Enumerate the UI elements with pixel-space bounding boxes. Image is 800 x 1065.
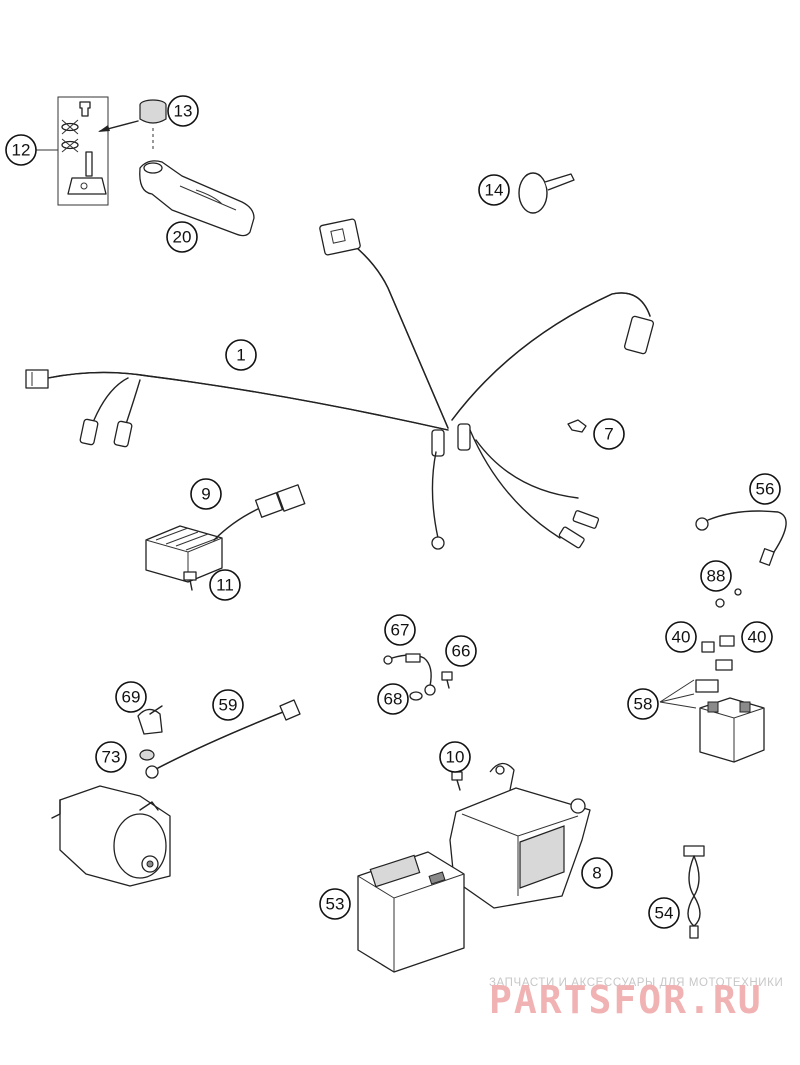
- voltage-regulator: [145, 484, 306, 583]
- ground-lead: [383, 653, 436, 696]
- svg-text:8: 8: [592, 864, 601, 883]
- cable-tie: [518, 172, 575, 214]
- svg-text:20: 20: [173, 228, 192, 247]
- callout-13: 13: [167, 95, 199, 127]
- ground-screw: [441, 671, 453, 689]
- callout-8: 8: [581, 857, 613, 889]
- callout-69: 69: [115, 681, 147, 713]
- terminal-cap: [137, 705, 163, 735]
- fuses: [701, 635, 735, 671]
- callout-12: 12: [5, 134, 37, 166]
- callout-73: 73: [95, 741, 127, 773]
- battery: [357, 851, 465, 973]
- svg-text:9: 9: [201, 485, 210, 504]
- watermark-tagline: ЗАПЧАСТИ И АКСЕССУАРЫ ДЛЯ МОТОТЕХНИКИ: [489, 977, 783, 989]
- wiring-harness: [25, 218, 655, 550]
- handlebar-bracket: [139, 160, 255, 237]
- callout-14: 14: [478, 174, 510, 206]
- svg-text:10: 10: [446, 748, 465, 767]
- svg-text:73: 73: [102, 748, 121, 767]
- svg-text:66: 66: [452, 642, 471, 661]
- switch-kit-box: [36, 96, 139, 206]
- svg-text:53: 53: [326, 895, 345, 914]
- svg-text:40: 40: [748, 628, 767, 647]
- callout-40-right: 40: [741, 621, 773, 653]
- callout-9: 9: [190, 478, 222, 510]
- regulator-screw: [183, 571, 197, 591]
- starter-relay: [659, 679, 765, 763]
- clip-part: [567, 419, 587, 433]
- cap-part: [139, 99, 167, 152]
- callout-53: 53: [319, 888, 351, 920]
- svg-text:68: 68: [384, 690, 403, 709]
- callout-10: 10: [439, 741, 471, 773]
- callout-58: 58: [627, 688, 659, 720]
- nut-part: [139, 749, 155, 761]
- svg-text:56: 56: [756, 480, 775, 499]
- callout-20: 20: [166, 221, 198, 253]
- svg-text:13: 13: [174, 102, 193, 121]
- callout-1: 1: [225, 339, 257, 371]
- fuse-holder: [683, 845, 705, 939]
- callout-54: 54: [648, 897, 680, 929]
- callout-56: 56: [749, 473, 781, 505]
- callout-67: 67: [384, 614, 416, 646]
- fuse-screws: [715, 588, 742, 608]
- svg-text:59: 59: [219, 696, 238, 715]
- svg-text:12: 12: [12, 141, 31, 160]
- svg-text:40: 40: [672, 628, 691, 647]
- battery-cable: [695, 510, 787, 566]
- svg-text:67: 67: [391, 621, 410, 640]
- watermark-brand: PARTSFOR.RU: [489, 978, 763, 1022]
- starter-cable: [145, 699, 301, 779]
- callout-68: 68: [377, 683, 409, 715]
- callout-40-left: 40: [665, 621, 697, 653]
- battery-box-screw: [451, 771, 463, 791]
- battery-box: [449, 762, 591, 909]
- svg-text:14: 14: [485, 181, 504, 200]
- svg-text:11: 11: [216, 576, 234, 595]
- callout-11: 11: [209, 569, 241, 601]
- svg-text:54: 54: [655, 904, 674, 923]
- svg-text:1: 1: [236, 346, 245, 365]
- svg-text:7: 7: [604, 425, 613, 444]
- svg-text:88: 88: [707, 567, 726, 586]
- callout-66: 66: [445, 635, 477, 667]
- callout-88: 88: [700, 560, 732, 592]
- callout-7: 7: [593, 418, 625, 450]
- callout-59: 59: [212, 689, 244, 721]
- washer-part: [409, 691, 423, 701]
- svg-text:58: 58: [634, 695, 653, 714]
- svg-text:69: 69: [122, 688, 141, 707]
- starter-motor: [51, 785, 171, 887]
